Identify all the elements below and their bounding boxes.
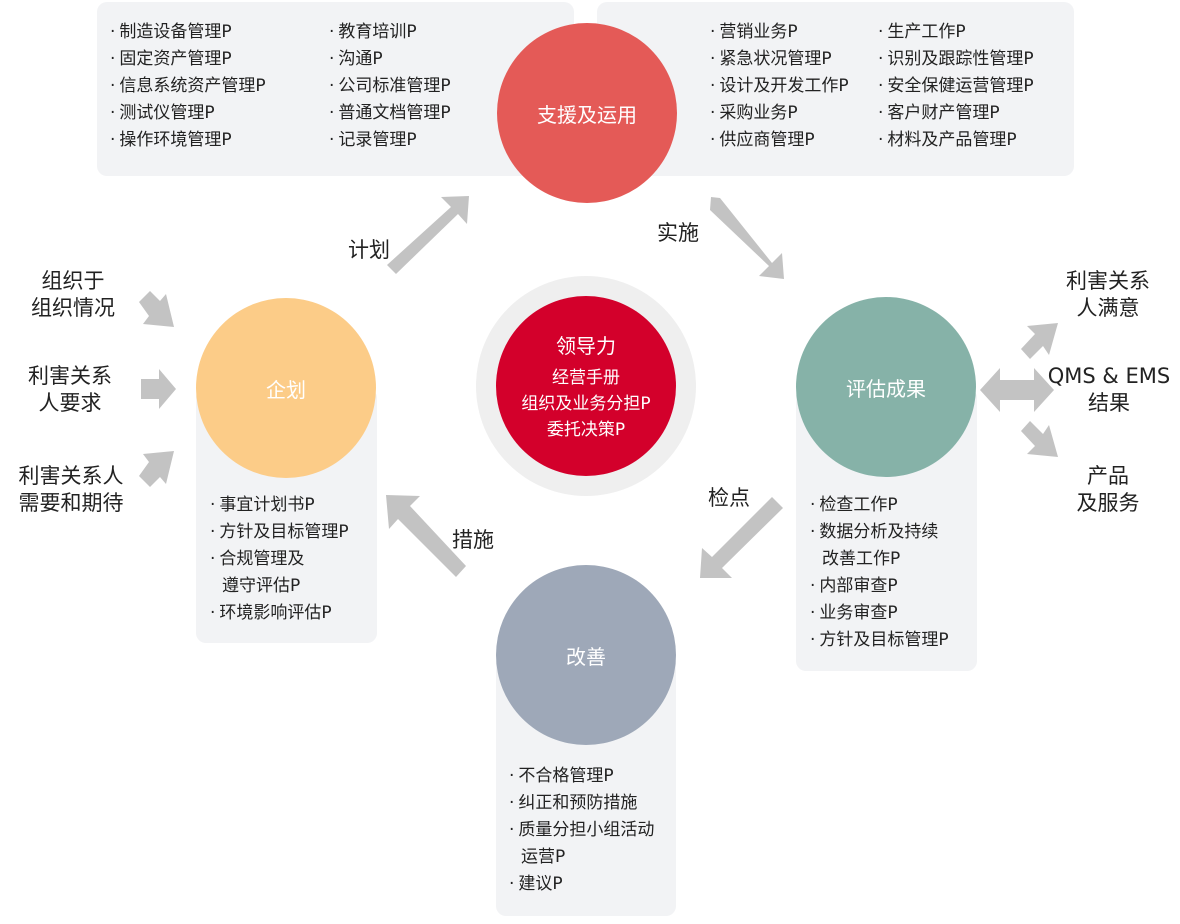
improve-circle: 改善 <box>496 565 676 745</box>
leadership-item: 委托决策P <box>546 419 626 440</box>
input-arrow-1-icon <box>139 291 174 327</box>
support-label: 支援及运用 <box>537 102 637 127</box>
list-item: ·检查工作P <box>810 495 898 515</box>
improve-label: 改善 <box>566 644 606 669</box>
support-right-col2: ·生产工作P ·识别及跟踪性管理P ·安全保健运营管理P ·客户财产管理P ·材… <box>878 19 1034 154</box>
arrow-plan-to-support-icon <box>387 196 469 274</box>
input-requirements: 利害关系人要求 <box>28 364 112 415</box>
list-item: ·纠正和预防措施 <box>509 793 638 813</box>
list-item: ·建议P <box>509 874 563 894</box>
output-products: 产品及服务 <box>1076 464 1140 515</box>
improve-list: ·不合格管理P ·纠正和预防措施 ·质量分担小组活动运营P ·建议P <box>509 763 654 898</box>
arrow-evaluate-to-improve-icon <box>700 497 783 578</box>
list-item: ·记录管理P <box>329 130 417 150</box>
list-item: ·事宜计划书P <box>210 495 315 515</box>
list-item: ·方针及目标管理P <box>210 522 349 542</box>
plan-list: ·事宜计划书P ·方针及目标管理P ·合规管理及遵守评估P ·环境影响评估P <box>210 492 349 627</box>
support-right-col1: ·营销业务P ·紧急状况管理P ·设计及开发工作P ·采购业务P ·供应商管理P <box>710 19 849 154</box>
output-arrow-2-icon <box>980 368 1054 412</box>
input-needs: 利害关系人需要和期待 <box>18 464 124 515</box>
support-left-col1: ·制造设备管理P ·固定资产管理P ·信息系统资产管理P ·测试仪管理P ·操作… <box>110 19 266 154</box>
input-arrow-2-icon <box>141 369 176 409</box>
list-item: ·信息系统资产管理P <box>110 76 266 96</box>
list-item: ·质量分担小组活动运营P <box>509 820 655 867</box>
evaluate-label: 评估成果 <box>846 376 926 401</box>
list-item: ·营销业务P <box>710 22 798 42</box>
leadership-circle: 领导力 经营手册 组织及业务分担P 委托决策P <box>496 296 676 476</box>
list-item: ·普通文档管理P <box>329 103 451 123</box>
arrow-improve-to-plan-icon <box>386 495 466 577</box>
support-left-col2: ·教育培训P ·沟通P ·公司标准管理P ·普通文档管理P ·记录管理P <box>329 19 451 154</box>
list-item: ·不合格管理P <box>509 766 614 786</box>
input-context: 组织于组织情况 <box>31 269 115 320</box>
leadership-title: 领导力 <box>556 333 616 358</box>
list-item: ·教育培训P <box>329 22 417 42</box>
list-item: ·客户财产管理P <box>878 103 1000 123</box>
list-item: ·环境影响评估P <box>210 603 332 623</box>
leadership-item: 经营手册 <box>552 367 620 388</box>
support-panel-left <box>97 2 574 176</box>
list-item: ·操作环境管理P <box>110 130 232 150</box>
list-item: ·固定资产管理P <box>110 49 232 69</box>
support-circle: 支援及运用 <box>497 23 677 203</box>
list-item: ·采购业务P <box>710 103 798 123</box>
list-item: ·紧急状况管理P <box>710 49 832 69</box>
list-item: ·识别及跟踪性管理P <box>878 49 1034 69</box>
flow-label-check: 检点 <box>708 486 750 510</box>
leadership-item: 组织及业务分担P <box>521 393 651 414</box>
list-item: ·测试仪管理P <box>110 103 215 123</box>
list-item: ·沟通P <box>329 49 383 69</box>
list-item: ·公司标准管理P <box>329 76 451 96</box>
input-arrow-3-icon <box>139 451 174 487</box>
evaluate-list: ·检查工作P ·数据分析及持续改善工作P ·内部审查P ·业务审查P ·方针及目… <box>810 492 949 654</box>
list-item: ·业务审查P <box>810 603 898 623</box>
output-arrow-3-icon <box>1021 421 1058 457</box>
list-item: ·设计及开发工作P <box>710 76 849 96</box>
list-item: ·方针及目标管理P <box>810 630 949 650</box>
flow-label-plan: 计划 <box>348 238 390 262</box>
plan-label: 企划 <box>266 377 306 402</box>
plan-circle: 企划 <box>196 298 376 478</box>
arrow-support-to-evaluate-icon <box>710 197 784 279</box>
list-item: ·内部审查P <box>810 576 898 596</box>
flow-label-action: 措施 <box>452 528 494 552</box>
list-item: ·安全保健运营管理P <box>878 76 1034 96</box>
flow-label-execute: 实施 <box>657 221 699 245</box>
list-item: ·供应商管理P <box>710 130 815 150</box>
list-item: ·制造设备管理P <box>110 22 232 42</box>
list-item: ·数据分析及持续改善工作P <box>810 522 939 569</box>
support-panel-right <box>597 2 1074 176</box>
list-item: ·生产工作P <box>878 22 966 42</box>
output-arrow-1-icon <box>1021 323 1058 359</box>
output-satisfaction: 利害关系人满意 <box>1066 269 1150 320</box>
list-item: ·合规管理及遵守评估P <box>210 549 305 596</box>
evaluate-circle: 评估成果 <box>796 297 976 477</box>
list-item: ·材料及产品管理P <box>878 130 1017 150</box>
